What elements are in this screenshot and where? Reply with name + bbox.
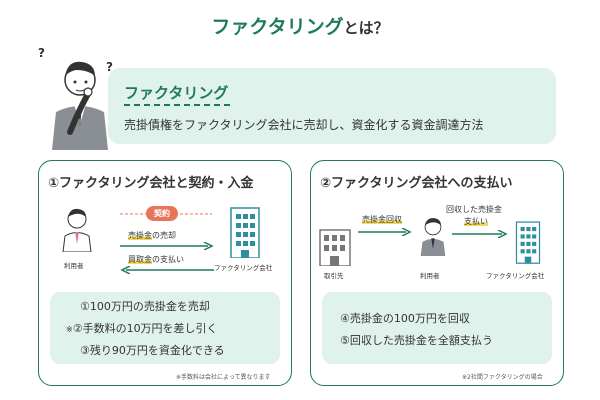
right-arrow-icon bbox=[452, 230, 508, 238]
payment-label: 買取金の支払い bbox=[128, 255, 184, 264]
definition-underline bbox=[124, 104, 230, 106]
definition-box bbox=[108, 68, 556, 144]
building-icon bbox=[230, 207, 260, 258]
contract-badge: 契約 bbox=[146, 206, 178, 221]
user-person-icon bbox=[62, 208, 92, 252]
client-building-icon bbox=[319, 229, 351, 266]
fee-note: ※手数料は会社によって異なります bbox=[176, 374, 271, 381]
step-item: ⑤回収した売掛金を全額支払う bbox=[340, 334, 493, 347]
step-item: ①100万円の売掛金を売却 bbox=[80, 300, 210, 313]
step-item: ③残り90万円を資金化できる bbox=[80, 344, 225, 357]
question-mark-icon: ? bbox=[38, 46, 45, 60]
question-mark-icon: ? bbox=[106, 60, 113, 74]
client-label: 取引先 bbox=[324, 272, 344, 280]
sell-receivable-label: 売掛金の売却 bbox=[128, 231, 176, 240]
left-arrow-icon bbox=[120, 266, 214, 274]
building-icon bbox=[515, 221, 541, 264]
title-rest: とは？ bbox=[343, 19, 389, 37]
user-person-icon bbox=[420, 218, 446, 256]
company-label: ファクタリング会社 bbox=[486, 272, 545, 280]
step-item: ④売掛金の100万円を回収 bbox=[340, 312, 470, 325]
pay-collected-label-line2: 支払い bbox=[464, 217, 488, 226]
title-main: ファクタリング bbox=[211, 16, 344, 38]
step-item: ※②手数料の10万円を差し引く bbox=[66, 322, 218, 335]
panel1-steps-box bbox=[50, 292, 280, 364]
definition-text: 売掛債権をファクタリング会社に売却し、資金化する資金調達方法 bbox=[124, 118, 484, 132]
user-label: 利用者 bbox=[420, 272, 440, 280]
panel2-title: ②ファクタリング会社への支払い bbox=[320, 176, 513, 191]
user-label: 利用者 bbox=[64, 262, 84, 270]
panel1-title: ①ファクタリング会社と契約・入金 bbox=[48, 176, 254, 191]
panel2-steps-box bbox=[322, 292, 552, 364]
definition-term: ファクタリング bbox=[124, 84, 229, 102]
company-label: ファクタリング会社 bbox=[214, 264, 273, 272]
pay-collected-label-line1: 回収した売掛金 bbox=[446, 205, 502, 214]
two-party-note: ※2社間ファクタリングの場合 bbox=[462, 374, 543, 381]
right-arrow-icon bbox=[120, 242, 214, 250]
right-arrow-icon bbox=[358, 228, 412, 236]
page-title: ファクタリングとは？ bbox=[0, 12, 600, 39]
thinking-person-icon bbox=[52, 61, 108, 150]
collect-receivable-label: 売掛金回収 bbox=[362, 215, 402, 224]
